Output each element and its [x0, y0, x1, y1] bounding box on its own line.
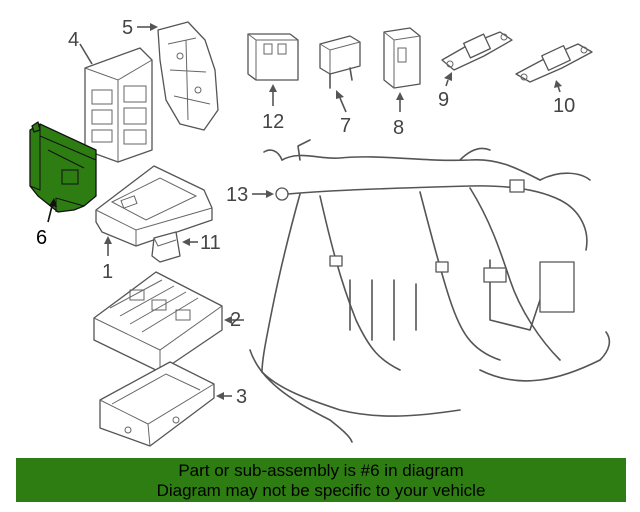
part-2-fusebox [93, 271, 223, 373]
footer-line-1: Part or sub-assembly is #6 in diagram [178, 461, 464, 480]
part-3-tray [99, 361, 215, 447]
callout-6: 6 [36, 227, 47, 249]
callout-4: 4 [68, 29, 79, 51]
callout-11: 11 [200, 232, 221, 254]
footer-line-2: Diagram may not be specific to your vehi… [156, 481, 486, 500]
part-13-harness [249, 139, 611, 443]
part-1-cover [95, 165, 213, 247]
part-11-connector [151, 231, 181, 263]
callout-5: 5 [122, 17, 133, 39]
callout-9: 9 [438, 89, 449, 111]
callout-12: 12 [262, 111, 284, 133]
part-8-fuse [383, 27, 421, 89]
callout-13: 13 [226, 184, 248, 206]
part-7-fuse [319, 35, 361, 89]
part-5-bracket [157, 21, 219, 131]
callout-2: 2 [230, 309, 241, 331]
part-6-module [29, 121, 97, 213]
footer-banner: Part or sub-assembly is #6 in diagram Di… [16, 458, 626, 502]
callout-7: 7 [340, 115, 351, 137]
callout-10: 10 [553, 95, 575, 117]
callout-1: 1 [102, 261, 113, 283]
callout-8: 8 [393, 117, 404, 139]
part-12-relay [247, 33, 299, 81]
callout-3: 3 [236, 386, 247, 408]
part-9-fuse [441, 31, 513, 71]
part-4-module [84, 47, 153, 163]
part-10-fuse [515, 43, 593, 83]
